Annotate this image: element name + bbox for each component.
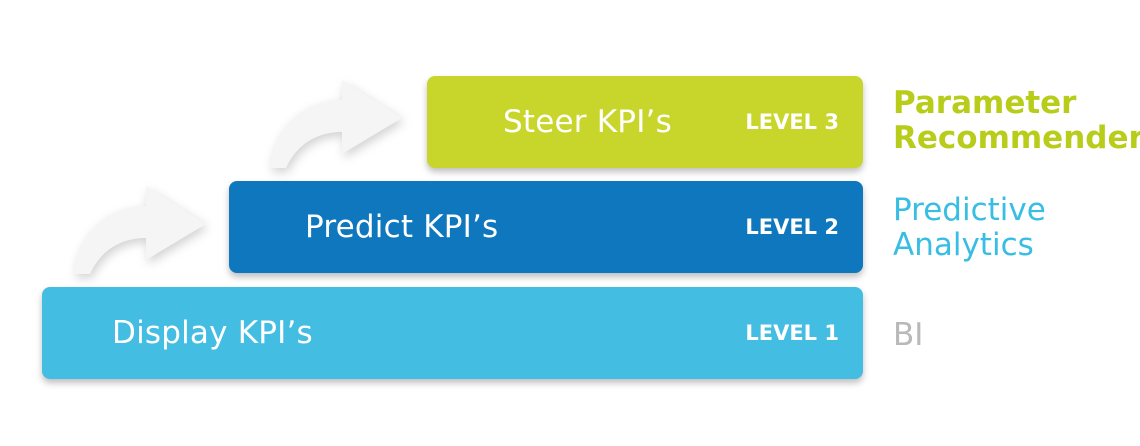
level-1-side-label: BI (893, 318, 923, 353)
curved-arrow-icon (270, 80, 402, 168)
level-2-bar: Predict KPI’s LEVEL 2 (229, 181, 863, 273)
level-2-side-label-line: Analytics (893, 227, 1034, 263)
level-3-side-label-line: Recommender (893, 120, 1140, 156)
level-1-badge: LEVEL 1 (745, 321, 839, 345)
level-1-title: Display KPI’s (112, 315, 313, 351)
curved-arrow-icon (74, 186, 206, 274)
level-3-bar: Steer KPI’s LEVEL 3 (427, 76, 863, 168)
level-2-title: Predict KPI’s (305, 209, 499, 245)
level-3-side-label: Parameter Recommender (893, 86, 1140, 156)
level-1-side-label-line: BI (893, 317, 924, 353)
level-2-badge: LEVEL 2 (745, 215, 839, 239)
level-3-side-label-line: Parameter (893, 85, 1077, 121)
level-2-side-label: Predictive Analytics (893, 193, 1046, 263)
level-1-bar: Display KPI’s LEVEL 1 (42, 287, 863, 379)
level-2-side-label-line: Predictive (893, 192, 1046, 228)
level-3-badge: LEVEL 3 (745, 110, 839, 134)
level-3-title: Steer KPI’s (503, 104, 672, 140)
